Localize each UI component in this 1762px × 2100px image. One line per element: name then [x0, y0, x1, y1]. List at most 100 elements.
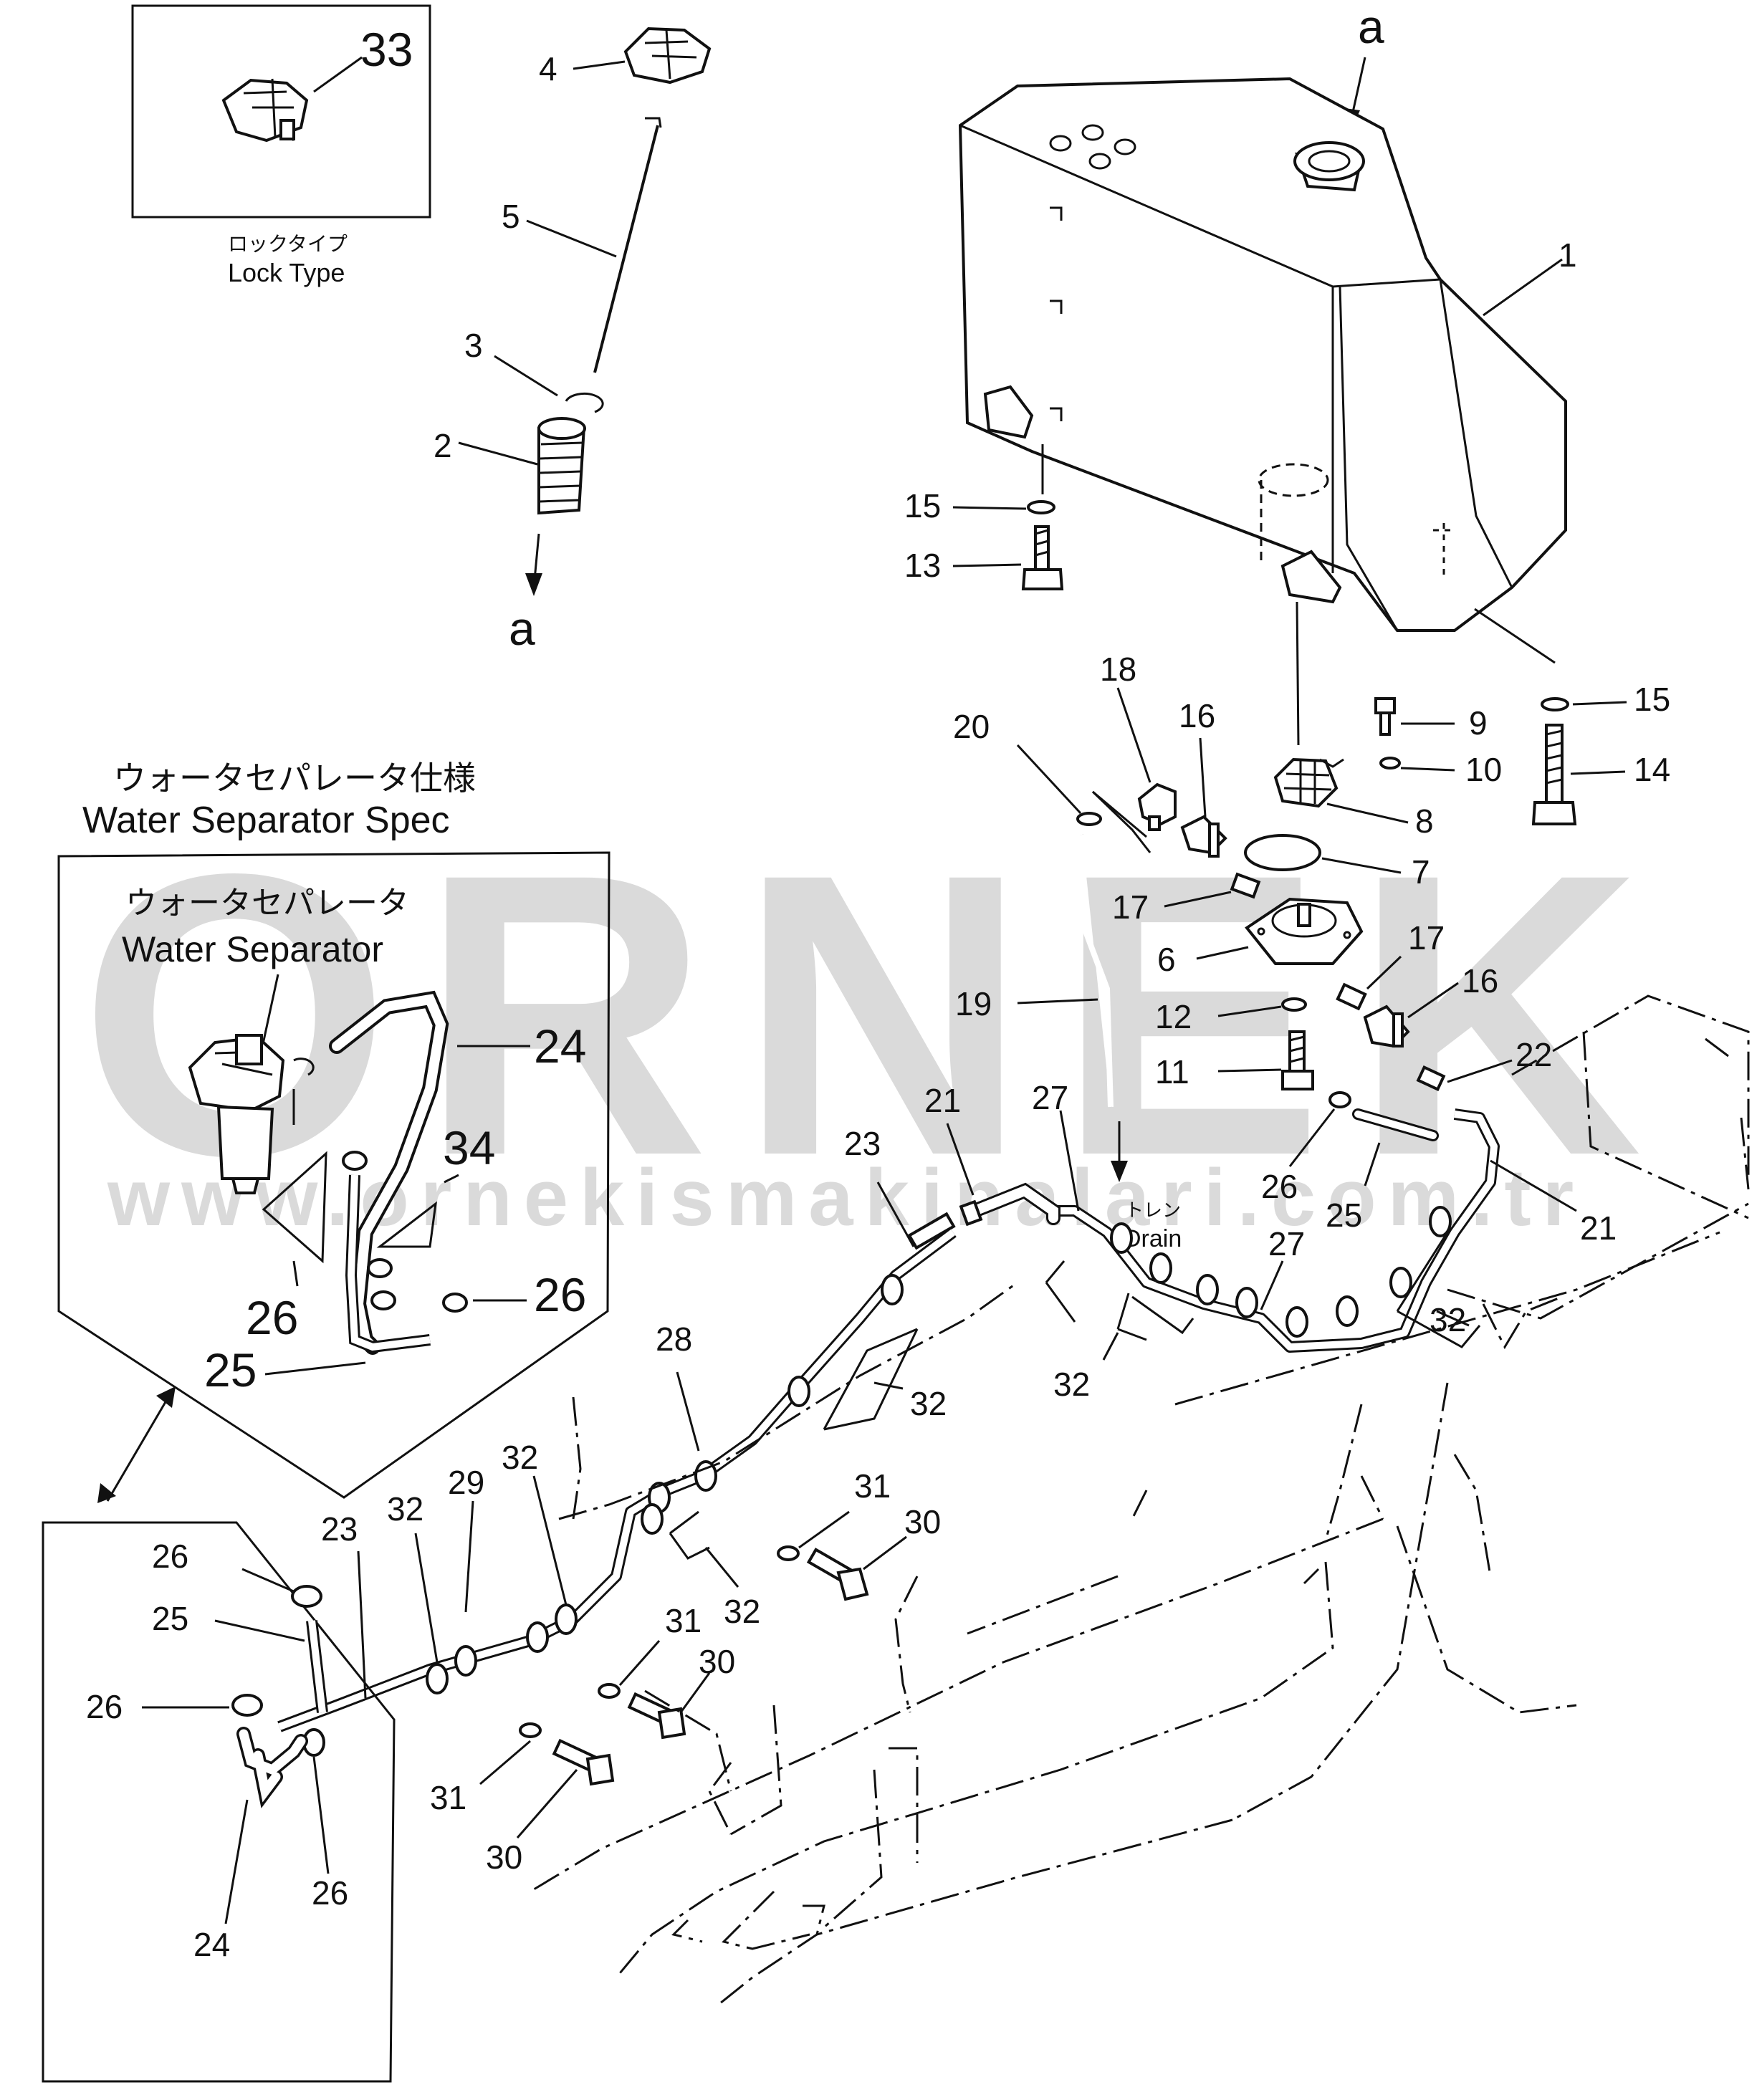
washer-left	[1027, 500, 1055, 514]
callout-7: 7	[1412, 853, 1430, 891]
bolt-9	[1374, 697, 1396, 736]
callout-26-detail-top: 26	[152, 1538, 188, 1575]
callout-24-inset: 24	[534, 1020, 586, 1073]
arrow-label-top: a	[1358, 0, 1384, 53]
callout-30-top: 30	[904, 1503, 941, 1540]
bolt-11	[1281, 1030, 1314, 1090]
drain-arrow-icon	[1111, 1161, 1128, 1182]
callout-13: 13	[904, 547, 941, 584]
fuel-strainer	[537, 417, 586, 515]
callout-31-top: 31	[854, 1467, 891, 1505]
fuel-cap	[623, 27, 712, 85]
callout-23-left: 23	[321, 1510, 358, 1548]
swap-arrow-icon	[97, 1386, 176, 1503]
callout-26-detail-mid: 26	[86, 1688, 123, 1725]
sender-guard	[1273, 757, 1344, 808]
hose-25-inset	[345, 1174, 431, 1353]
tank-filler-neck	[1293, 141, 1365, 192]
water-separator	[188, 1034, 285, 1194]
drain-label-en: Drain	[1124, 1225, 1182, 1252]
callout-17-top: 17	[1112, 888, 1149, 926]
bolt-30-top	[777, 1545, 869, 1601]
water-separator-spec-inset: ウォータセパレータ Water Separator 24 26	[57, 851, 611, 1499]
washer-12	[1281, 997, 1307, 1012]
fuel-hose-25-right	[1352, 1108, 1439, 1141]
callout-34: 34	[443, 1121, 495, 1174]
bolt-14	[1531, 724, 1577, 825]
bolt-30-low	[519, 1722, 615, 1786]
watermark: ORNEK www.ornekismakinalari.com.tr	[79, 790, 1642, 1242]
clamp-26-detail-mid	[231, 1694, 263, 1717]
bolt-30-mid	[598, 1683, 686, 1740]
callout-32-far-right: 32	[1430, 1301, 1466, 1338]
fuel-tank	[958, 77, 1567, 632]
callout-32-upper: 32	[910, 1385, 947, 1422]
hose-25-detail	[306, 1620, 328, 1713]
callout-10: 10	[1465, 751, 1502, 788]
arrow-down-a-icon	[525, 573, 542, 596]
callout-32-left-a: 32	[387, 1490, 423, 1528]
callout-3: 3	[464, 327, 483, 364]
hose-23-right	[907, 1212, 956, 1250]
clip-20	[1076, 812, 1102, 826]
lower-left-detail-inset: 26 25 26 24 26	[42, 1521, 396, 2083]
callout-28: 28	[656, 1320, 692, 1358]
elbow-18	[1137, 782, 1177, 831]
washer-right	[1541, 697, 1569, 711]
callout-23-right: 23	[844, 1125, 881, 1162]
lock-type-inset: 33	[131, 4, 431, 219]
callout-26-inset-right: 26	[534, 1268, 586, 1321]
callout-25-detail: 25	[152, 1600, 188, 1637]
callout-17-right: 17	[1408, 919, 1445, 956]
callout-26-right: 26	[1261, 1168, 1298, 1205]
fuel-pipe-21-left	[959, 1182, 1060, 1227]
water-separator-spec-title-jp: ウォータセパレータ仕様	[113, 759, 476, 797]
clamp-26-detail-top	[291, 1585, 322, 1608]
drain-valve-16-top	[1180, 815, 1227, 858]
drain-label-jp: トレン	[1125, 1200, 1181, 1222]
callout-15-right: 15	[1634, 681, 1670, 718]
water-separator-label-en: Water Separator	[122, 929, 383, 969]
callout-30-low: 30	[486, 1838, 522, 1876]
o-ring-7	[1244, 834, 1321, 871]
callout-11: 11	[1155, 1053, 1189, 1090]
callout-18: 18	[1100, 651, 1136, 688]
callout-21-left: 21	[924, 1082, 961, 1119]
callout-24-detail: 24	[193, 1926, 230, 1963]
pipe-clamps-32-center	[426, 1274, 904, 1694]
callout-32-left-b: 32	[502, 1439, 538, 1476]
lock-type-label-jp: ロックタイプ	[228, 232, 348, 256]
callout-9: 9	[1469, 704, 1488, 742]
callout-31-low: 31	[430, 1779, 466, 1816]
callout-6: 6	[1157, 941, 1176, 978]
pipe-clamps-32-right	[1110, 1206, 1452, 1338]
lock-type-label-en: Lock Type	[228, 258, 345, 287]
callout-26-inset-left: 26	[246, 1291, 298, 1344]
callout-32-center: 32	[1053, 1366, 1090, 1403]
callout-15-left: 15	[904, 487, 941, 524]
hose-24-inset	[329, 990, 449, 1355]
machine-frame-phantom	[530, 994, 1750, 2008]
callout-1: 1	[1558, 236, 1577, 274]
sender-unit-6	[1245, 897, 1364, 965]
washer-10	[1379, 757, 1401, 769]
callout-4: 4	[539, 50, 557, 87]
callout-20: 20	[953, 708, 990, 745]
callout-33: 33	[360, 23, 413, 76]
callout-31-mid: 31	[665, 1602, 702, 1639]
callout-25-inset: 25	[204, 1343, 257, 1396]
callout-5: 5	[502, 198, 520, 235]
arrow-label-bottom: a	[509, 602, 535, 655]
watermark-url: www.ornekismakinalari.com.tr	[107, 1153, 1585, 1242]
callout-32-mid: 32	[724, 1593, 760, 1630]
callout-16-right: 16	[1462, 962, 1498, 999]
callout-30-mid: 30	[699, 1643, 735, 1680]
hose-24-detail	[236, 1727, 308, 1808]
callout-27-right: 27	[1268, 1225, 1305, 1262]
callout-16-top: 16	[1179, 697, 1215, 734]
snap-ring	[565, 393, 604, 413]
callout-27-left: 27	[1032, 1079, 1068, 1116]
water-separator-label-jp: ウォータセパレータ	[125, 885, 409, 921]
callout-19: 19	[955, 985, 992, 1022]
